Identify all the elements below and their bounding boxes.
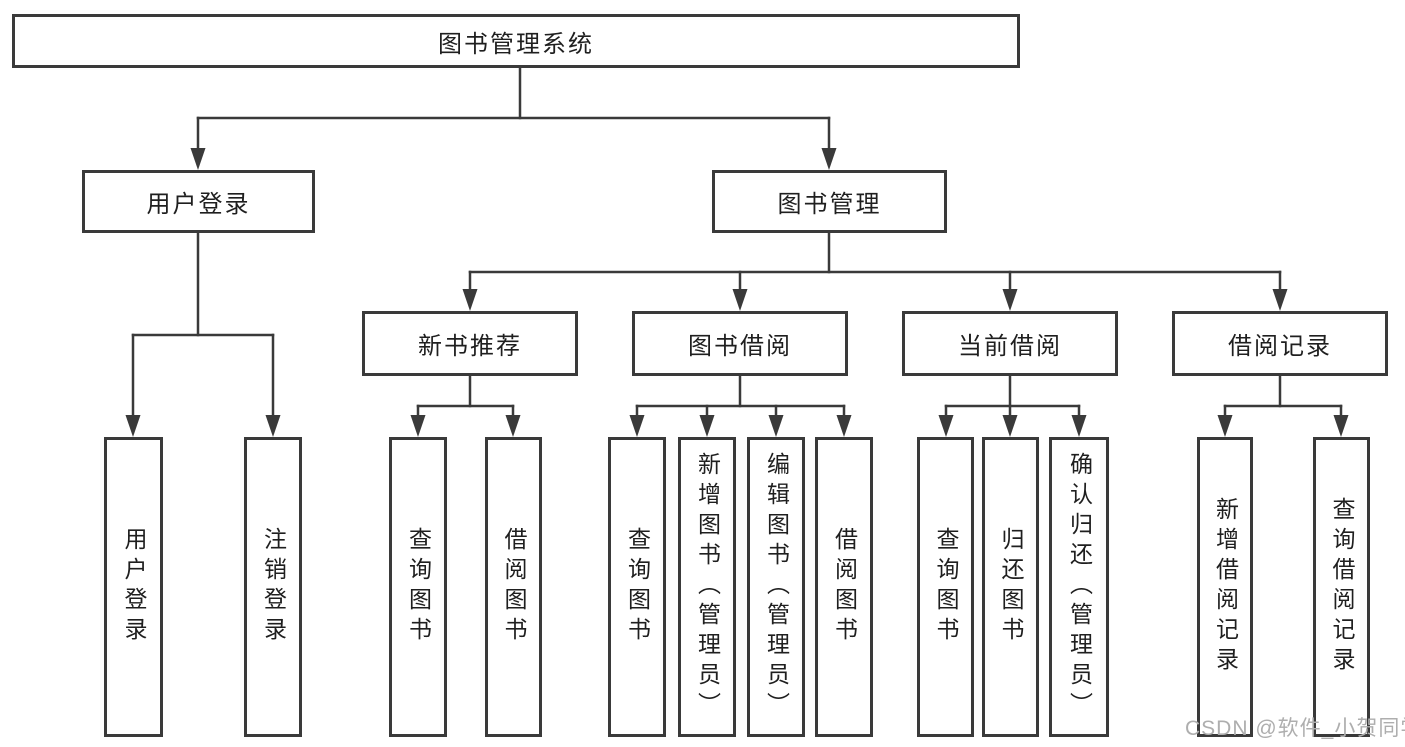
csdn-watermark: CSDN @软件_小贺同学 bbox=[1185, 717, 1405, 740]
leaf-query-books-current: 查询图书 bbox=[917, 437, 974, 737]
leaf-add-borrow-record: 新增借阅记录 bbox=[1197, 437, 1253, 737]
leaf-borrow-books-recommend: 借阅图书 bbox=[485, 437, 542, 737]
node-current-borrow: 当前借阅 bbox=[902, 311, 1118, 376]
leaf-add-book-admin: 新增图书（管理员） bbox=[678, 437, 736, 737]
leaf-user-login: 用户登录 bbox=[104, 437, 163, 737]
leaf-logout: 注销登录 bbox=[244, 437, 302, 737]
node-book-borrow: 图书借阅 bbox=[632, 311, 848, 376]
leaf-borrow-books: 借阅图书 bbox=[815, 437, 873, 737]
node-book-management: 图书管理 bbox=[712, 170, 947, 233]
leaf-confirm-return-admin: 确认归还（管理员） bbox=[1049, 437, 1109, 737]
leaf-query-books-recommend: 查询图书 bbox=[389, 437, 447, 737]
leaf-query-borrow-record: 查询借阅记录 bbox=[1313, 437, 1370, 737]
node-borrow-records: 借阅记录 bbox=[1172, 311, 1388, 376]
leaf-query-books-borrow: 查询图书 bbox=[608, 437, 666, 737]
leaf-edit-book-admin: 编辑图书（管理员） bbox=[747, 437, 805, 737]
arrowheads bbox=[125, 148, 1349, 437]
node-new-book-recommend: 新书推荐 bbox=[362, 311, 578, 376]
node-library-management-system: 图书管理系统 bbox=[12, 14, 1020, 68]
node-user-login: 用户登录 bbox=[82, 170, 315, 233]
leaf-return-book: 归还图书 bbox=[982, 437, 1039, 737]
